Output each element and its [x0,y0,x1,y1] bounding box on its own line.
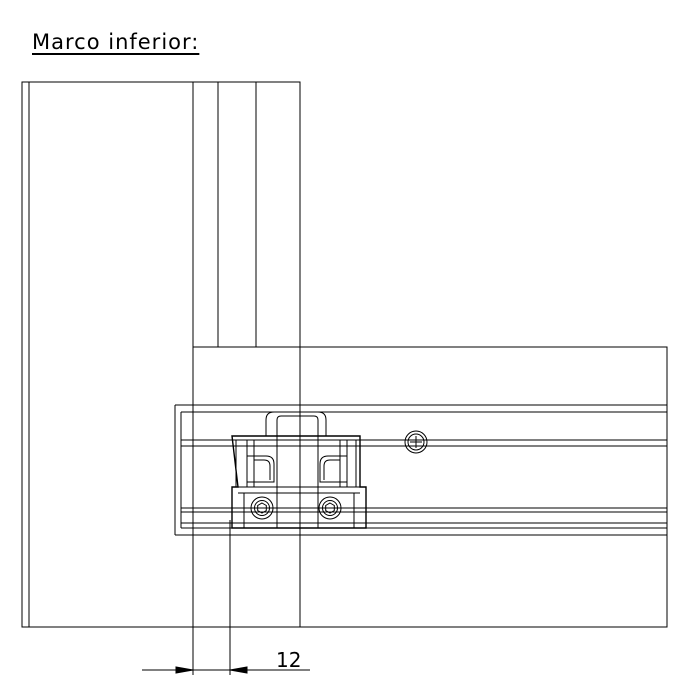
left-hex-screw-icon [250,496,274,520]
corner-connector [231,411,367,529]
vertical-frame-profile [21,81,301,628]
horizontal-frame-profile [22,346,668,675]
right-hex-screw-icon [318,496,342,520]
drawing-title: Marco inferior: [32,30,200,54]
dimension-line [142,520,310,675]
rail-track [174,404,667,536]
phillips-screw-icon [404,430,428,454]
dimension-value: 12 [276,648,302,672]
